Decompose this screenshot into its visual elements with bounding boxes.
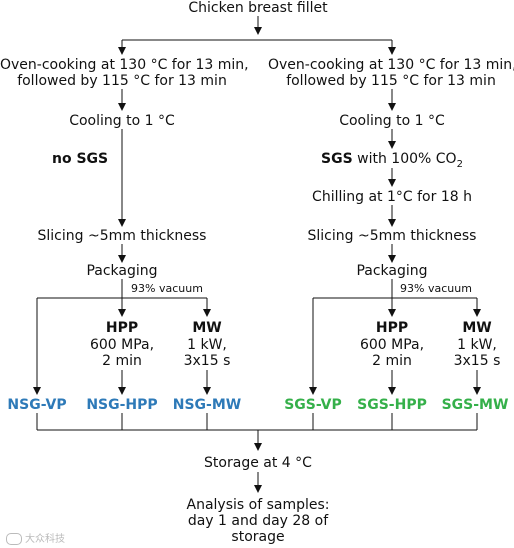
right-sgs-label: SGS: [321, 151, 353, 167]
outcome-nsg-vp: NSG-VP: [7, 397, 67, 413]
storage-step: Storage at 4 °C: [204, 455, 312, 471]
start-node: Chicken breast fillet: [188, 0, 328, 16]
right-sgs-step: SGS with 100% CO2: [292, 151, 492, 173]
watermark-chat-icon: [6, 533, 22, 545]
right-slicing-step: Slicing ~5mm thickness: [307, 228, 477, 244]
left-no-sgs-label: no SGS: [52, 151, 109, 167]
left-cooling-step: Cooling to 1 °C: [69, 113, 175, 129]
left-vacuum-note: 93% vacuum: [131, 282, 203, 295]
right-sgs-gas-subscript: 2: [456, 158, 463, 170]
left-oven-cooking-line-2: followed by 115 °C for 13 min: [17, 73, 227, 89]
left-oven-cooking-line-1: Oven-cooking at 130 °C for 13 min,: [0, 57, 249, 73]
left-mw-title: MW: [192, 320, 222, 336]
right-packaging-step: Packaging: [356, 263, 428, 279]
analysis-line-2: day 1 and day 28 of: [187, 513, 329, 529]
left-slicing-step: Slicing ~5mm thickness: [37, 228, 207, 244]
left-hpp-title: HPP: [105, 320, 139, 336]
connector-lines: [33, 16, 481, 493]
analysis-line-3: storage: [231, 529, 285, 545]
analysis-line-1: Analysis of samples:: [186, 497, 330, 513]
watermark: 大众科技: [6, 530, 65, 545]
left-mw-power: 1 kW,: [187, 337, 227, 353]
outcome-nsg-mw: NSG-MW: [172, 397, 242, 413]
right-oven-cooking-line-1: Oven-cooking at 130 °C for 13 min,: [268, 57, 514, 73]
left-packaging-step: Packaging: [86, 263, 158, 279]
right-cooling-step: Cooling to 1 °C: [339, 113, 445, 129]
watermark-text: 大众科技: [25, 534, 65, 545]
right-mw-power: 1 kW,: [457, 337, 497, 353]
outcome-nsg-hpp: NSG-HPP: [86, 397, 158, 413]
right-mw-time: 3x15 s: [453, 353, 501, 369]
outcome-sgs-mw: SGS-MW: [441, 397, 509, 413]
right-chilling-step: Chilling at 1°C for 18 h: [312, 189, 472, 205]
right-mw-title: MW: [462, 320, 492, 336]
right-oven-cooking-line-2: followed by 115 °C for 13 min: [286, 73, 496, 89]
left-hpp-time: 2 min: [102, 353, 142, 369]
right-hpp-pressure: 600 MPa,: [359, 337, 425, 353]
left-mw-time: 3x15 s: [183, 353, 231, 369]
outcome-sgs-vp: SGS-VP: [284, 397, 342, 413]
right-sgs-gas: with 100% CO: [357, 151, 457, 167]
outcome-sgs-hpp: SGS-HPP: [357, 397, 427, 413]
right-vacuum-note: 93% vacuum: [400, 282, 472, 295]
right-hpp-time: 2 min: [372, 353, 412, 369]
right-hpp-title: HPP: [375, 320, 409, 336]
left-hpp-pressure: 600 MPa,: [89, 337, 155, 353]
